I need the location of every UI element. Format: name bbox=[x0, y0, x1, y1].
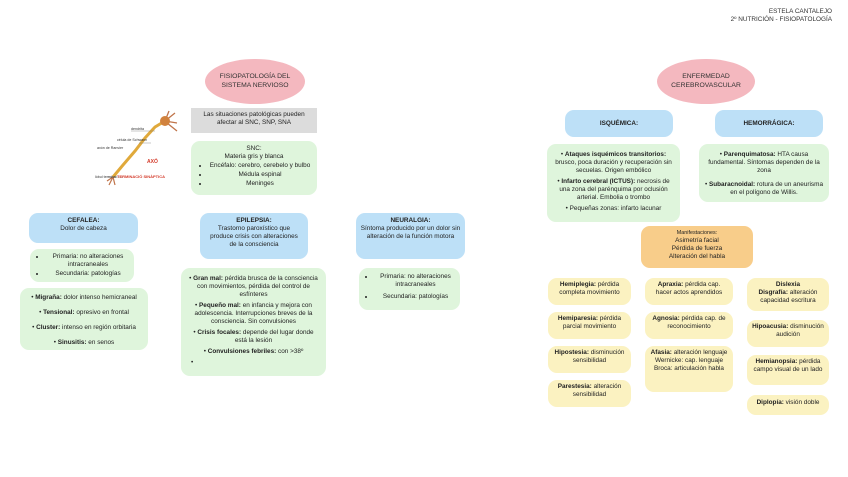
snc-title: SNC: bbox=[246, 145, 262, 152]
hemorragica-item: • Subaracnoidal: rotura de un aneurisma … bbox=[704, 181, 824, 196]
neuralgia-box: NEURALGIA: Síntoma producido por un dolo… bbox=[356, 213, 465, 259]
epilepsia-detail: • Gran mal: pérdida brusca de la conscie… bbox=[189, 275, 318, 298]
isquemica-details-box: • Ataques isquémicos transitorios: brusc… bbox=[547, 144, 680, 222]
bullet-marker: • bbox=[203, 348, 208, 355]
header: ESTELA CANTALEJO 2º NUTRICIÓN - FISIOPAT… bbox=[731, 8, 832, 24]
snc-box: SNC: Materia gris y blanca Encéfalo: cer… bbox=[191, 141, 317, 195]
bullet-marker: • bbox=[560, 151, 565, 158]
epilepsia-empty-bullet: • bbox=[191, 359, 194, 366]
hemorragica-title-box: HEMORRÁGICA: bbox=[715, 110, 823, 137]
cefalea-detail: • Cluster: intenso en región orbitaria bbox=[32, 324, 136, 331]
cefalea-details-box: • Migraña: dolor intenso hemicraneal • T… bbox=[20, 288, 148, 350]
isquemica-item: • Ataques isquémicos transitorios: brusc… bbox=[555, 151, 672, 174]
neuralgia-desc: Síntoma producido por un dolor sin alter… bbox=[360, 225, 461, 240]
bullet-marker: • bbox=[193, 329, 198, 336]
snc-item: Meninges bbox=[209, 180, 311, 188]
snc-item: Médula espinal bbox=[209, 171, 311, 179]
cefalea-types-box: Primaria: no alteraciones intracraneales… bbox=[30, 249, 134, 282]
manifestacion-item: Alteración del habla bbox=[668, 253, 726, 260]
epilepsia-detail: • Crisis focales: depende del lugar dond… bbox=[193, 329, 314, 344]
author-name: ESTELA CANTALEJO bbox=[768, 8, 832, 15]
snc-list: Encéfalo: cerebro, cerebelo y bulbo Médu… bbox=[197, 162, 311, 188]
bullet-marker: • bbox=[189, 275, 194, 282]
neuralgia-type: Primaria: no alteraciones intracraneales bbox=[375, 273, 456, 289]
afasia-box: Afasia: alteración lenguaje Wernicke: ca… bbox=[645, 346, 733, 392]
afasia-wernicke: Wernicke: cap. lenguaje bbox=[654, 357, 724, 364]
hemorragica-item: • Parenquimatosa: HTA causa fundamental.… bbox=[708, 151, 820, 174]
label-axo: AXÓ bbox=[147, 157, 158, 165]
label-dendrita: dendrita bbox=[131, 127, 144, 131]
cefalea-type: Primaria: no alteraciones intracraneales bbox=[46, 253, 130, 269]
bullet-marker: • bbox=[557, 178, 562, 185]
cefalea-title: CEFALEA: bbox=[67, 217, 100, 224]
manifestacion-item: Asimetría facial bbox=[675, 237, 719, 244]
snc-item: Encéfalo: cerebro, cerebelo y bulbo bbox=[209, 162, 311, 170]
bullet-marker: • bbox=[195, 302, 200, 309]
cefalea-desc: Dolor de cabeza bbox=[60, 225, 107, 232]
hemorragica-title: HEMORRÁGICA: bbox=[743, 119, 795, 127]
label-terminacio: TERMINACIÓ SINÀPTICA bbox=[117, 174, 165, 179]
isquemica-title: ISQUÉMICA: bbox=[599, 119, 639, 127]
cefalea-type: Secundaria: patologías bbox=[46, 270, 130, 278]
neuralgia-type: Secundaria: patologías bbox=[375, 293, 456, 301]
manifestaciones-box: Manifestaciones: Asimetría facial Pérdid… bbox=[641, 226, 753, 268]
agnosia-box: Agnosia: pérdida cap. de reconocimiento bbox=[645, 312, 733, 339]
bullet-marker: • bbox=[31, 294, 36, 301]
isquemica-item: • Infarto cerebral (ICTUS): necrosis de … bbox=[557, 178, 670, 201]
bullet-marker: • bbox=[32, 324, 37, 331]
isquemica-extra: • Pequeñas zonas: infarto lacunar bbox=[565, 205, 662, 212]
label-ranvier: axón de Ranvier bbox=[97, 146, 124, 150]
title-cerebrovascular: ENFERMEDAD CEREBROVASCULAR bbox=[657, 59, 755, 104]
label-schwann: célula de Schwann bbox=[117, 138, 147, 142]
parestesia-box: Parestesia: alteración sensibilidad bbox=[548, 380, 631, 407]
epilepsia-detail: • Pequeño mal: en infancia y mejora con … bbox=[194, 302, 313, 325]
manifestacion-item: Pérdida de fuerza bbox=[671, 245, 723, 252]
course-name: 2º NUTRICIÓN - FISIOPATOLOGÍA bbox=[730, 16, 832, 23]
hipostesia-box: Hipostesia: disminución sensibilidad bbox=[548, 346, 631, 373]
manifestaciones-title: Manifestaciones: bbox=[676, 230, 718, 236]
hemiparesia-box: Hemiparesia: pérdida parcial movimiento bbox=[548, 312, 631, 339]
bullet-marker: • bbox=[53, 339, 58, 346]
epilepsia-details-box: • Gran mal: pérdida brusca de la conscie… bbox=[181, 268, 326, 376]
dislexia-box: Dislexia Disgrafía: alteración capacidad… bbox=[747, 278, 829, 311]
neuralgia-title: NEURALGIA: bbox=[390, 217, 431, 224]
bullet-marker: • bbox=[39, 309, 44, 316]
cefalea-box: CEFALEA: Dolor de cabeza bbox=[29, 213, 138, 243]
neuron-illustration: dendrita célula de Schwann axón de Ranvi… bbox=[95, 110, 178, 186]
bullet-marker: • bbox=[719, 151, 724, 158]
label-lobul: lóbul terminal bbox=[95, 175, 117, 179]
cefalea-detail: • Migraña: dolor intenso hemicraneal bbox=[31, 294, 137, 301]
neuron-drawing bbox=[106, 110, 178, 186]
bullet-marker: • bbox=[704, 181, 709, 188]
hemorragica-details-box: • Parenquimatosa: HTA causa fundamental.… bbox=[699, 144, 829, 202]
hemianopsia-box: Hemianopsia: pérdida campo visual de un … bbox=[747, 355, 829, 385]
epilepsia-title: EPILEPSIA: bbox=[236, 217, 272, 224]
apraxia-box: Apraxia: pérdida cap. hacer actos aprend… bbox=[645, 278, 733, 305]
bullet-marker: • bbox=[565, 205, 570, 212]
cefalea-detail: • Tensional: opresivo en frontal bbox=[39, 309, 129, 316]
cefalea-detail: • Sinusitis: en senos bbox=[53, 339, 115, 346]
title-fisiopatologia: FISIOPATOLOGÍA DEL SISTEMA NERVIOSO bbox=[205, 59, 305, 104]
intro-box: Las situaciones patológicas pueden afect… bbox=[191, 108, 317, 133]
hipoacusia-box: Hipoacusia: disminución audición bbox=[747, 320, 829, 347]
snc-subtitle: Materia gris y blanca bbox=[224, 153, 284, 160]
epilepsia-detail: • Convulsiones febriles: con >38º bbox=[203, 348, 304, 355]
epilepsia-box: EPILEPSIA: Trastorno paroxístico que pro… bbox=[200, 213, 308, 259]
isquemica-title-box: ISQUÉMICA: bbox=[565, 110, 673, 137]
hemiplegia-box: Hemiplegia: pérdida completa movimiento bbox=[548, 278, 631, 305]
afasia-broca: Broca: articulación habla bbox=[654, 365, 724, 372]
epilepsia-desc: Trastorno paroxístico que produce crisis… bbox=[210, 225, 298, 248]
diplopia-box: Diplopía: visión doble bbox=[747, 395, 829, 415]
neuralgia-types-box: Primaria: no alteraciones intracraneales… bbox=[359, 268, 460, 310]
